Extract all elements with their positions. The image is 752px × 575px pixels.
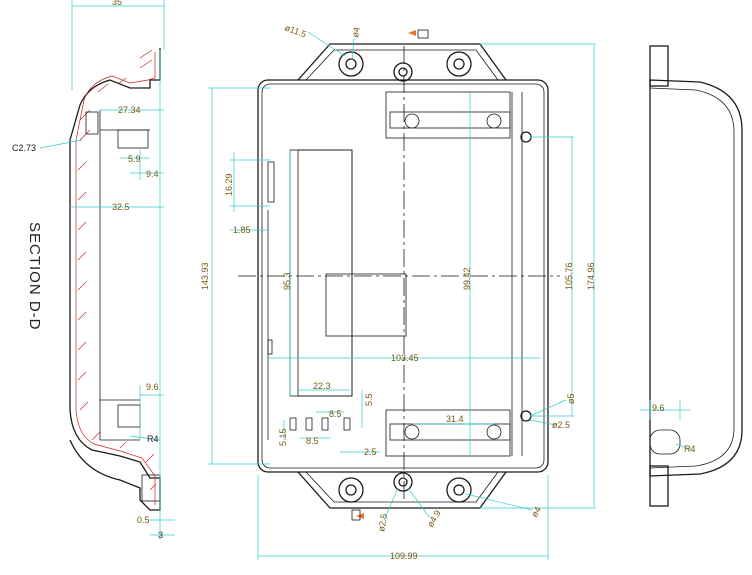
- dim-window-offset: 1.85: [233, 225, 251, 235]
- dim-boss-outer: ø11.5: [283, 22, 307, 39]
- dim-pin-height: 5.5: [364, 393, 374, 406]
- dim-pin-gap: 2.5: [364, 447, 377, 457]
- dim-rib-a: 5.9: [128, 154, 141, 164]
- dim-bottom-hole-b: ø4.9: [425, 508, 443, 529]
- dim-fillet: R4: [147, 434, 159, 444]
- front-view: 143.93 16.29 1.85 95.3 99.42 105.76 174.…: [200, 22, 596, 561]
- dim-bottom-hole-c: ø4: [529, 505, 543, 519]
- dim-inner-width: 103.45: [391, 353, 419, 363]
- dim-inner-height: 143.93: [200, 262, 210, 290]
- dim-overall-height: 174.96: [586, 262, 596, 290]
- dim-right-slot-width: 9.6: [652, 403, 665, 413]
- dim-chamfer: C2.73: [12, 143, 36, 153]
- dim-inner-width: 27.34: [118, 105, 141, 115]
- dim-overall-depth: 35: [112, 0, 122, 7]
- dim-lip: 0.5: [137, 515, 150, 525]
- dim-flange: 3: [158, 530, 163, 540]
- dim-overall-width: 109.99: [390, 551, 418, 561]
- section-label: SECTION D-D: [26, 222, 43, 331]
- dim-rib-b: 9.4: [146, 169, 159, 179]
- dim-pin-offset: 5.15: [278, 428, 288, 446]
- dim-side-hole-inner: ø2.5: [552, 420, 570, 430]
- dim-panel-height: 95.3: [282, 272, 292, 290]
- dim-mount-spacing: 105.76: [564, 262, 574, 290]
- dim-window-height: 16.29: [224, 173, 234, 196]
- right-view: 9.6 R4: [640, 45, 743, 507]
- dim-boss-hole: ø4: [350, 26, 362, 38]
- dim-bottom-hole-a: ø2.5: [376, 513, 389, 532]
- dim-slot-width: 22.3: [313, 381, 331, 391]
- dim-side-hole: ø5: [566, 393, 576, 404]
- section-view: 35 27.34 C2.73 5.9 9.4 32.5 9.6 R4 0.5: [12, 0, 175, 540]
- dim-pin-spacing-a: 8.5: [329, 409, 342, 419]
- dim-pin-spacing-b: 8.5: [306, 436, 319, 446]
- dim-inner-depth: 32.5: [112, 202, 130, 212]
- dim-right-fillet: R4: [684, 444, 696, 454]
- dim-rail-length: 99.42: [462, 267, 472, 290]
- dim-rail-span: 31.4: [446, 414, 464, 424]
- dim-lower-rib: 9.6: [146, 382, 159, 392]
